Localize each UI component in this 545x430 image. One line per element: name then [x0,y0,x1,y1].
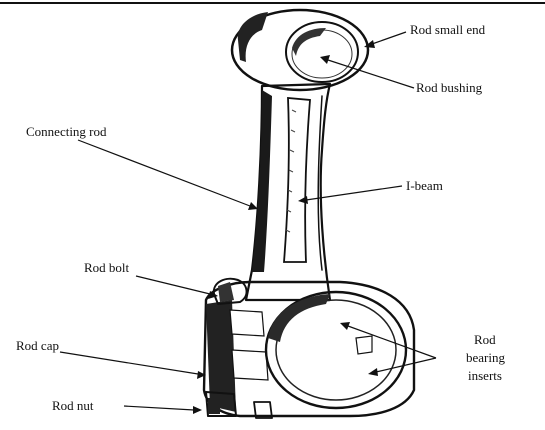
label-rod-cap: Rod cap [16,338,59,353]
label-rod-bearing-inserts-line1: Rod [474,332,496,347]
label-connecting-rod: Connecting rod [26,124,107,139]
label-rod-small-end: Rod small end [410,22,486,37]
label-rod-bushing: Rod bushing [416,80,483,95]
cap-side-detail [230,310,268,380]
label-rod-bearing-inserts-line3: inserts [468,368,502,383]
small-end-shading [238,12,268,62]
label-rod-bolt: Rod bolt [84,260,130,275]
label-rod-nut: Rod nut [52,398,94,413]
bearing-notch [356,336,372,354]
shank-left-rail [252,90,272,272]
label-rod-bearing-inserts-line2: bearing [466,350,505,365]
i-beam-channel [284,98,310,262]
label-i-beam: I-beam [406,178,443,193]
connecting-rod-illustration [204,10,414,418]
rod-nut-shading [208,398,220,414]
bushing-shadow [292,28,326,56]
